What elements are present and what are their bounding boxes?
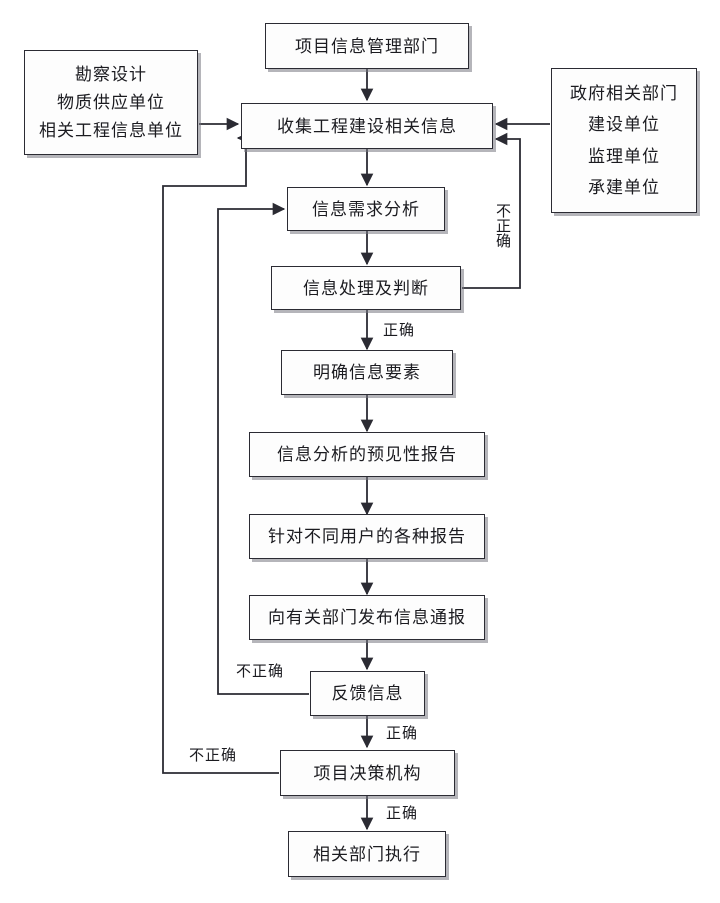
node-sources-left[interactable]: 勘察设计 物质供应单位 相关工程信息单位 [24,50,198,155]
node-user-reports-label: 针对不同用户的各种报告 [268,527,466,546]
edge-label-incorrect-feedback: 不正确 [236,664,285,680]
node-depts-execute[interactable]: 相关部门执行 [288,831,446,877]
node-foresight-report[interactable]: 信息分析的预见性报告 [249,432,485,477]
edge-label-correct-process: 正确 [383,323,416,339]
node-publish-bulletin-label: 向有关部门发布信息通报 [268,608,466,627]
node-feedback-info-label: 反馈信息 [331,684,404,703]
edge-label-incorrect-process: 不正确 [494,203,510,248]
node-publish-bulletin[interactable]: 向有关部门发布信息通报 [249,595,485,640]
edge-label-correct-decision: 正确 [386,806,419,822]
node-process-judge-label: 信息处理及判断 [303,278,429,298]
node-process-judge[interactable]: 信息处理及判断 [271,266,461,310]
node-sources-left-line-3: 相关工程信息单位 [39,121,183,141]
node-demand-analysis-label: 信息需求分析 [312,199,420,219]
edge-label-correct-feedback: 正确 [386,726,419,742]
node-collect-info[interactable]: 收集工程建设相关信息 [241,103,493,149]
node-sources-left-line-1: 勘察设计 [75,64,147,84]
node-sources-right-line-4: 承建单位 [588,177,660,197]
node-info-mgmt-dept-label: 项目信息管理部门 [295,36,439,56]
node-decision-body-label: 项目决策机构 [313,763,422,783]
node-sources-right-line-3: 监理单位 [588,146,660,166]
node-clarify-elements-label: 明确信息要素 [313,363,421,382]
edge-process-incorrect-to-collect [462,132,521,289]
node-foresight-report-label: 信息分析的预见性报告 [277,445,457,464]
node-user-reports[interactable]: 针对不同用户的各种报告 [249,514,485,559]
node-demand-analysis[interactable]: 信息需求分析 [287,187,445,231]
node-clarify-elements[interactable]: 明确信息要素 [281,350,453,395]
node-sources-left-line-2: 物质供应单位 [57,92,165,112]
edge-label-incorrect-decision: 不正确 [189,748,238,764]
node-sources-right-line-1: 政府相关部门 [570,84,678,104]
node-sources-right[interactable]: 政府相关部门 建设单位 监理单位 承建单位 [551,68,697,213]
node-feedback-info[interactable]: 反馈信息 [310,671,425,716]
node-depts-execute-label: 相关部门执行 [313,844,421,864]
node-sources-right-line-2: 建设单位 [588,115,660,135]
node-info-mgmt-dept[interactable]: 项目信息管理部门 [265,23,469,69]
node-decision-body[interactable]: 项目决策机构 [280,750,455,796]
node-collect-info-label: 收集工程建设相关信息 [277,116,457,136]
